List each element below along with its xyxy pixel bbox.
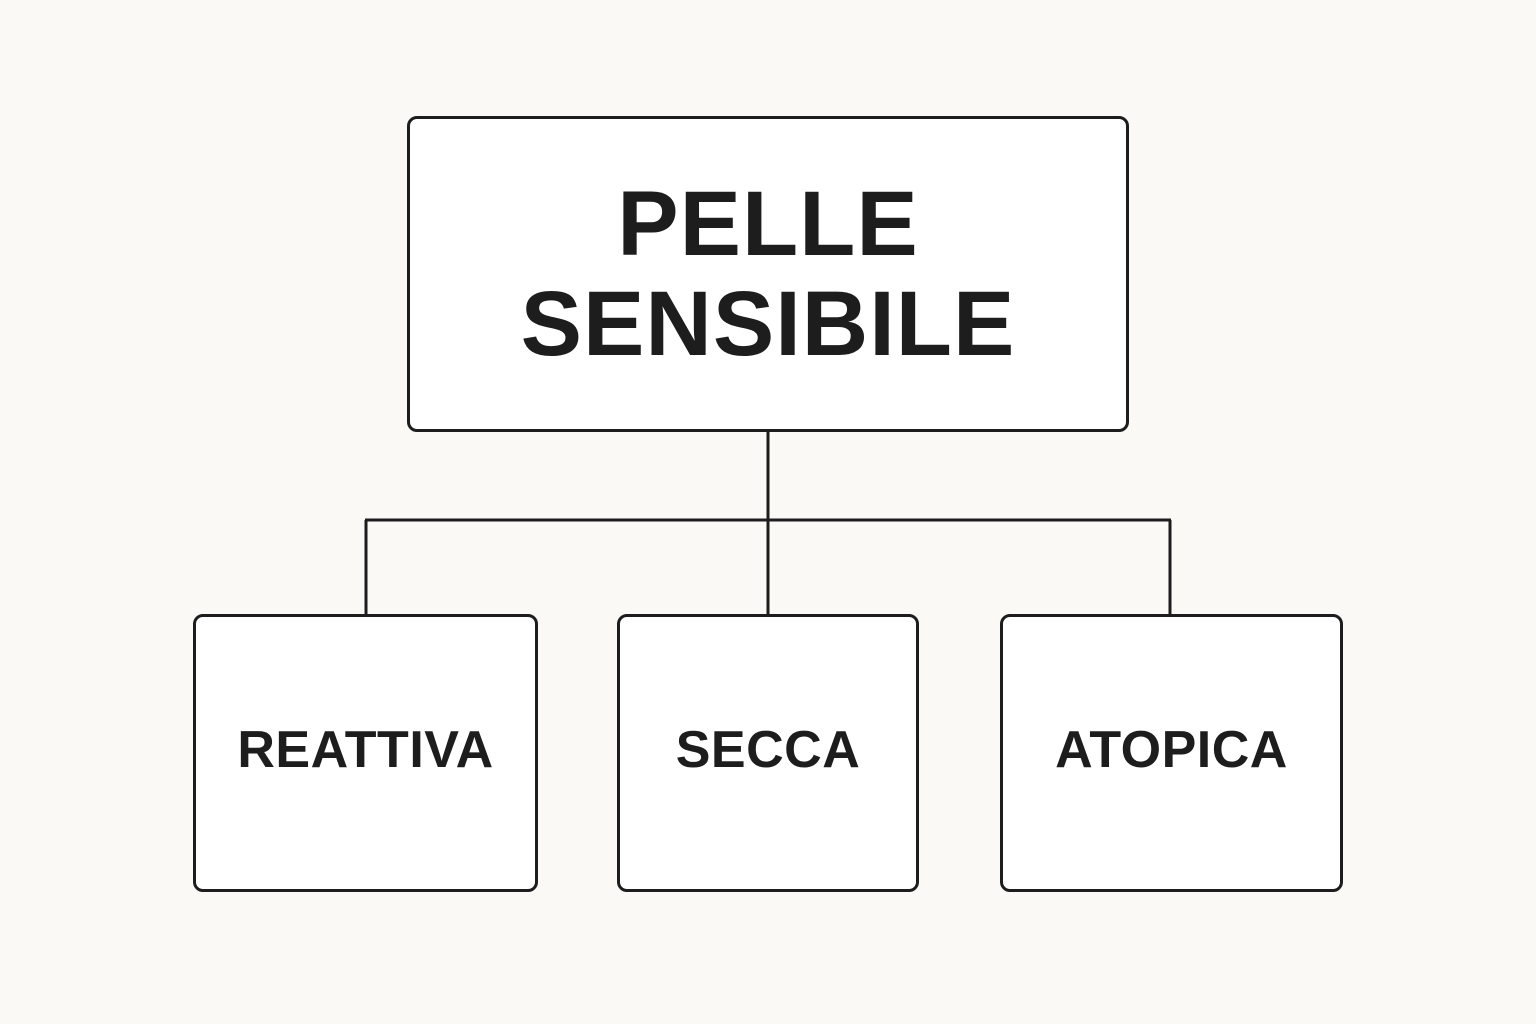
child-label-secca: SECCA xyxy=(675,721,861,779)
child-node-secca: SECCA xyxy=(617,614,919,892)
child-label-reattiva: REATTIVA xyxy=(237,721,494,779)
root-node: PELLE SENSIBILE xyxy=(407,116,1129,432)
root-label: PELLE SENSIBILE xyxy=(521,174,1016,374)
child-node-reattiva: REATTIVA xyxy=(193,614,538,892)
child-node-atopica: ATOPICA xyxy=(1000,614,1343,892)
root-label-line-1: PELLE xyxy=(617,173,919,275)
child-label-atopica: ATOPICA xyxy=(1055,721,1288,779)
root-label-line-2: SENSIBILE xyxy=(520,273,1016,375)
